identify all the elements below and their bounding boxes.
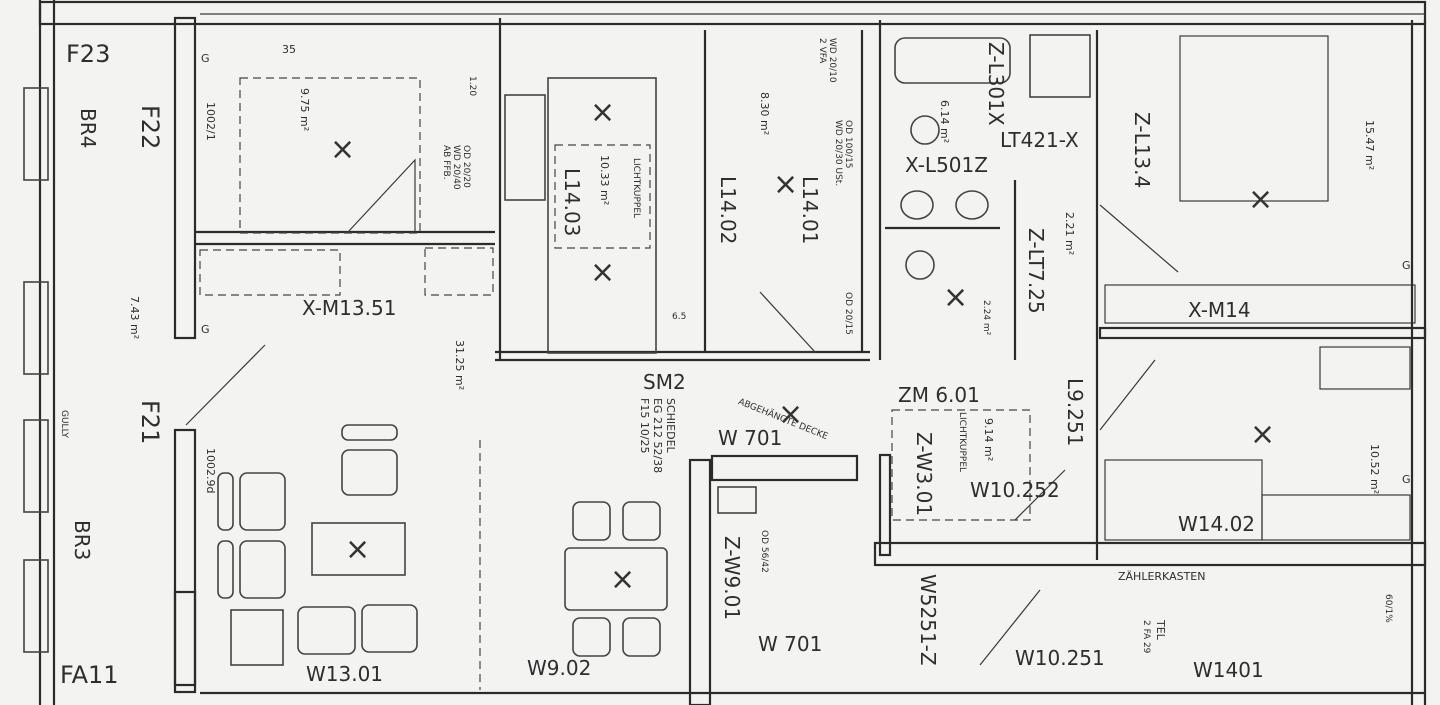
- room-label-w701-top: W 701: [718, 426, 783, 450]
- dimension-label: 1.20: [467, 76, 477, 97]
- area-label: 6.14 m²: [938, 100, 951, 144]
- telephone-label: 2 FA 29: [1141, 620, 1151, 654]
- room-label-w1401: W1401: [1193, 658, 1264, 682]
- room-label-w13-01: W13.01: [306, 662, 384, 686]
- door-spec-label: OD 100/15: [843, 120, 853, 169]
- door-spec-label: OD 20/20: [461, 145, 471, 188]
- room-label-x-l501z: X-L501Z: [905, 153, 988, 177]
- area-label: 2.24 m²: [981, 300, 991, 336]
- ceiling-light-icon: ×: [773, 167, 799, 202]
- door-spec-label: 2 VFA: [817, 38, 827, 64]
- room-label-w14-02: W14.02: [1178, 512, 1256, 536]
- room-label-z-w9-01: Z-W9.01: [720, 536, 744, 621]
- room-label-f22: F22: [136, 105, 164, 150]
- ceiling-light-icon: ×: [330, 132, 356, 167]
- ceiling-light-icon: ×: [943, 280, 969, 315]
- meter-box-label: ZÄHLERKASTEN: [1118, 570, 1206, 583]
- skylight-label: LICHTKUPPEL: [957, 412, 967, 473]
- room-label-x-m13-51: X-M13.51: [302, 296, 397, 320]
- ceiling-light-icon: ×: [590, 95, 616, 130]
- area-label: 10.52 m²: [1368, 444, 1381, 495]
- area-label: 31.25 m²: [453, 340, 466, 391]
- room-label-br4: BR4: [76, 108, 100, 149]
- area-label: 8.30 m²: [758, 92, 771, 136]
- element-id-label: 1002.9d: [204, 448, 217, 494]
- area-label: 9.75 m²: [298, 88, 311, 132]
- room-label-sm2: SM2: [643, 370, 686, 394]
- room-label-l9-251: L9.251: [1063, 378, 1087, 447]
- room-label-l14-03: L14.03: [560, 168, 584, 237]
- room-label-w10-251: W10.251: [1015, 646, 1105, 670]
- ceiling-light-icon: ×: [1250, 417, 1276, 452]
- marker-g: G: [1402, 473, 1411, 486]
- marker-g: G: [1402, 259, 1411, 272]
- marker-g: G: [201, 52, 210, 65]
- room-label-l14-02: L14.02: [716, 176, 740, 245]
- area-label: 15.47 m²: [1363, 120, 1376, 171]
- gully-label: GULLY: [59, 410, 69, 438]
- area-label: 10.33 m²: [598, 155, 611, 206]
- door-spec-label: OD 20/15: [843, 292, 853, 335]
- misc-label: 60/1%: [1383, 594, 1393, 623]
- room-label-z-l13-4: Z-L13.4: [1130, 112, 1154, 189]
- ceiling-light-icon: ×: [778, 397, 804, 432]
- room-label-w10-252: W10.252: [970, 478, 1060, 502]
- door-spec-label: OD 56/42: [759, 530, 769, 573]
- dimension-label: 6.5: [672, 312, 687, 322]
- room-label-z-lt7-25: Z-LT7.25: [1024, 228, 1048, 314]
- door-spec-label: WD 20/40: [451, 145, 461, 190]
- room-label-w5251-z: W5251-Z: [916, 574, 940, 666]
- ceiling-light-icon: ×: [610, 562, 636, 597]
- ceiling-light-icon: ×: [345, 532, 371, 567]
- area-label: 2.21 m²: [1063, 212, 1076, 256]
- room-label-f21: F21: [136, 400, 164, 445]
- room-label-z-w3-01: Z-W3.01: [912, 432, 936, 517]
- room-label-br3: BR3: [70, 520, 94, 561]
- room-label-lt421-x: LT421-X: [1000, 128, 1079, 152]
- dimension-label: 35: [282, 43, 296, 56]
- door-spec-label: WD 20/10: [827, 38, 837, 83]
- room-label-fa11: FA11: [60, 661, 119, 689]
- room-label-w701-bottom: W 701: [758, 632, 823, 656]
- door-spec-label: AB FFB.: [441, 145, 451, 180]
- element-id-label: 1002/1: [204, 102, 217, 141]
- area-label: 7.43 m²: [128, 296, 141, 340]
- skylight-label: LICHTKUPPEL: [631, 158, 641, 219]
- chimney-label: SCHIEDEL: [664, 398, 677, 453]
- room-label-w9-02: W9.02: [527, 656, 592, 680]
- chimney-label: F15 10/25: [638, 398, 651, 454]
- room-label-z-l301x: Z-L301X: [984, 42, 1008, 126]
- ceiling-light-icon: ×: [590, 255, 616, 290]
- marker-g: G: [201, 323, 210, 336]
- telephone-label: TEL: [1154, 620, 1167, 640]
- ceiling-light-icon: ×: [1248, 182, 1274, 217]
- chimney-label: EG 212 52/38: [651, 398, 664, 474]
- door-spec-label: WD 20/30 USt.: [833, 120, 843, 187]
- room-label-x-m14: X-M14: [1188, 298, 1251, 322]
- room-label-l14-01: L14.01: [798, 176, 822, 245]
- room-label-f23: F23: [66, 40, 111, 68]
- room-label-zm6-01: ZM 6.01: [898, 383, 980, 407]
- area-label: 9.14 m²: [982, 418, 995, 462]
